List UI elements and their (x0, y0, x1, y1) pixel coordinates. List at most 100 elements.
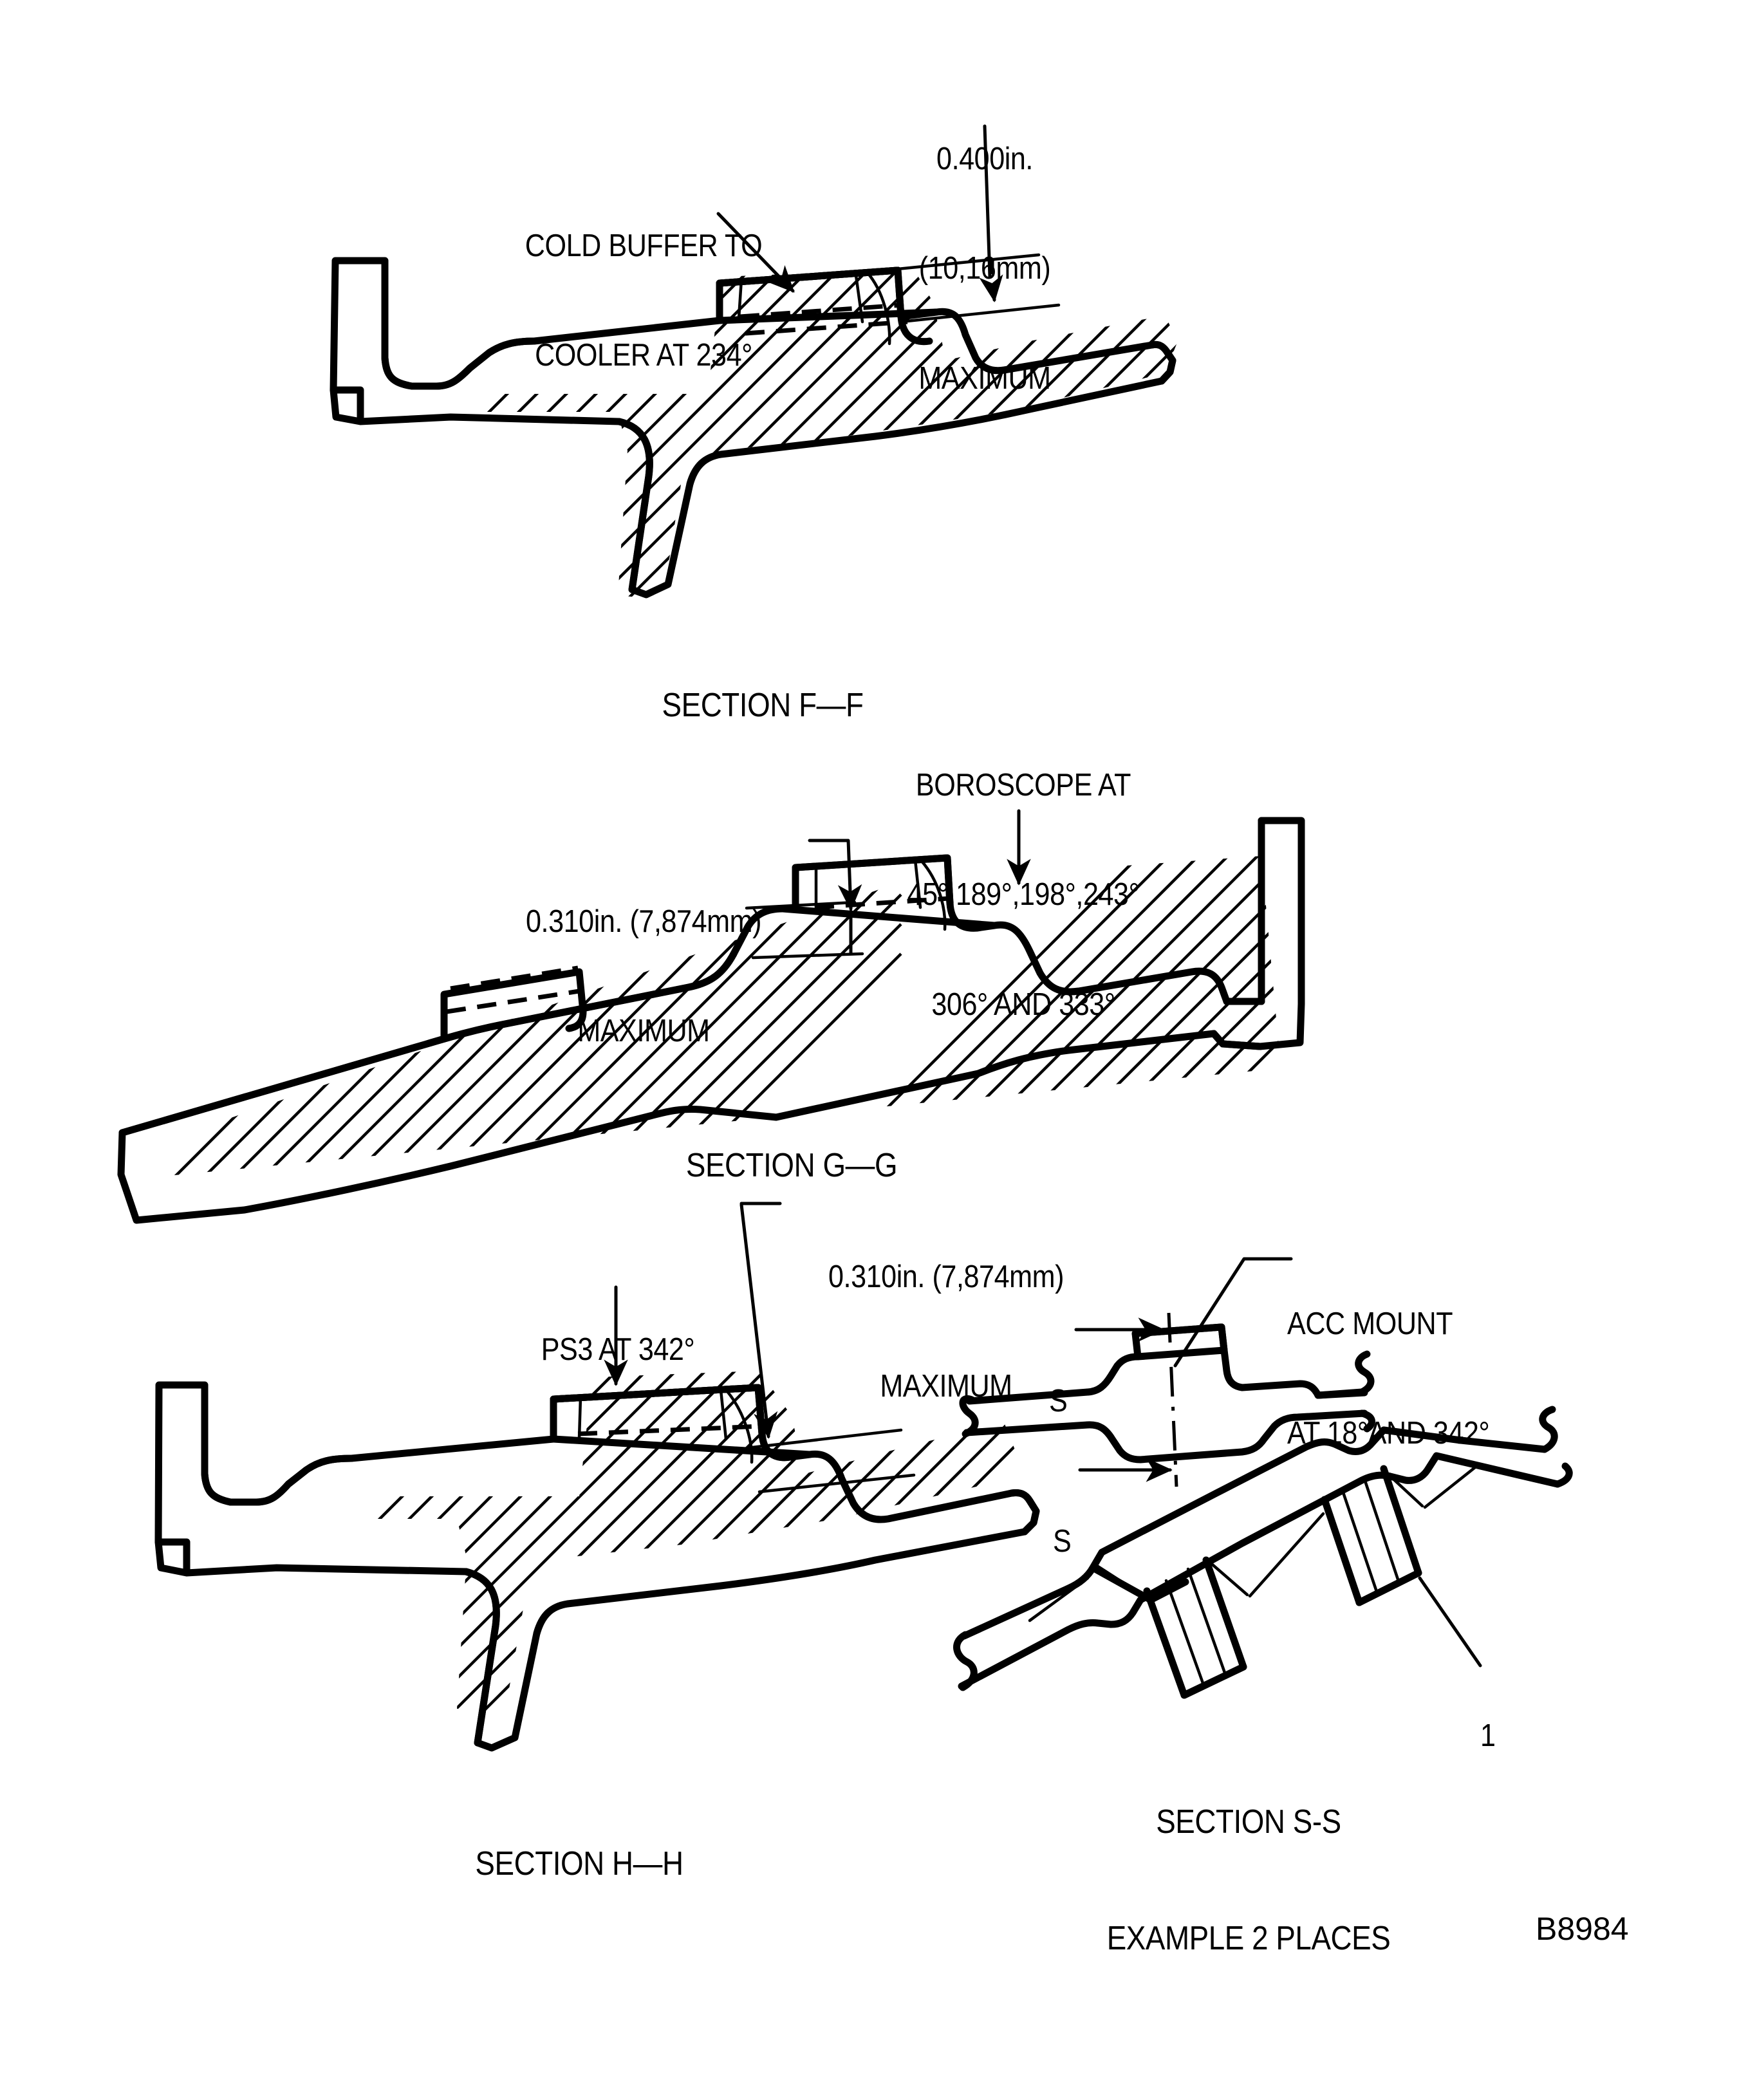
ss-rib-left-inner-b (1186, 1567, 1227, 1677)
hh-rim-break (1008, 1489, 1040, 1536)
ss-item-callout-text: 1 (1480, 1718, 1496, 1753)
ss-band-top (960, 1426, 1548, 1640)
ss-callout-leader (1418, 1576, 1482, 1668)
ss-top-break-right (1539, 1406, 1558, 1453)
f-dim-line-2: (10,16mm) (918, 251, 1051, 286)
gg-dimension-leader (745, 839, 864, 960)
section-f-f-caption: SECTION F—F (635, 608, 890, 803)
f-dim-line-3: MAXIMUM (918, 360, 1051, 396)
ss-web-edge-c (1248, 1512, 1325, 1598)
ss-flat-left (1028, 1576, 1090, 1622)
f-dimension-note: 0.400in. (10,16mm) MAXIMUM (877, 68, 1092, 470)
acc-right-break (1355, 1350, 1375, 1396)
ff-web-inner-edge (381, 354, 416, 390)
ss-rib-right-base (1355, 1569, 1422, 1606)
gg-right-boss-outline (792, 854, 954, 913)
boroscope-note: BOROSCOPE AT 45°,189°,198°,243° 306° AND… (853, 694, 1193, 1096)
ff-left-flange-notch (330, 386, 364, 421)
boroscope-line-3: 306° AND 333° (931, 987, 1115, 1022)
hh-boss-inner-left (577, 1396, 582, 1440)
ss-rib-right-inner-a (1341, 1489, 1379, 1595)
h-dim-line-1: 0.310in. (7,874mm) (828, 1259, 1064, 1294)
gg-left-boss-hidden-bore (446, 989, 580, 1014)
hh-boss-inner-right (719, 1388, 728, 1441)
ff-fillet-left (432, 337, 538, 390)
acc-boss-body (1084, 1346, 1368, 1399)
acc-mount-line-2: AT 18°AND 342° (1287, 1416, 1490, 1451)
hh-web-right-edge (533, 1600, 572, 1637)
acc-cutting-plane-line (1167, 1312, 1178, 1487)
section-s-s-caption-line-1: SECTION S-S (1156, 1803, 1341, 1841)
acc-right-break-lower (1358, 1409, 1375, 1433)
acc-mount-note: ACC MOUNT AT 18°AND 342° (1287, 1232, 1604, 1525)
h-dim-line-2: MAXIMUM (880, 1369, 1012, 1404)
g-dim-line-2: MAXIMUM (577, 1014, 710, 1049)
ff-boss-bore-wall (866, 271, 891, 346)
ff-web-right-edge (686, 451, 725, 488)
ss-band-bottom (958, 1452, 1561, 1690)
acc-mount-line-1: ACC MOUNT (1287, 1306, 1453, 1341)
acc-right-arm-top (1314, 1388, 1366, 1399)
acc-pad-right-edge (1218, 1323, 1228, 1354)
acc-boss-body-lower (1084, 1409, 1368, 1463)
ff-step-surface (716, 308, 940, 324)
ff-cold-buffer-leader (716, 212, 795, 293)
f-dim-line-1: 0.400in. (936, 141, 1033, 176)
hh-web-left-edge (462, 1568, 500, 1747)
ps3-note-text: PS3 AT 342° (541, 1332, 695, 1367)
s-mark-top-label: S (1049, 1310, 1083, 1492)
section-s-s-caption-line-2: EXAMPLE 2 PLACES (1106, 1919, 1391, 1957)
acc-left-arm-bottom (963, 1421, 1092, 1436)
ss-web-edge-d (1384, 1471, 1424, 1508)
gg-right-flange-inner (1223, 817, 1265, 1005)
cold-buffer-note: COLD BUFFER TO COOLER AT 234° (496, 154, 791, 447)
hh-dimension-leader (739, 1202, 916, 1494)
ff-hidden-bore-lower (745, 319, 908, 336)
cold-buffer-line-2: COOLER AT 234° (535, 338, 752, 373)
hh-web-inner-edge (201, 1470, 234, 1506)
boroscope-line-2: 45°,189°,198°,243° (907, 877, 1140, 913)
hh-boss-top-edge (550, 1384, 762, 1403)
ss-item-callout: 1 (1480, 1644, 1520, 1827)
acc-mount-detail-geometry (959, 1257, 1375, 1487)
section-h-h-caption: SECTION H—H (429, 1767, 729, 1961)
cold-buffer-line-1: COLD BUFFER TO (525, 228, 763, 263)
acc-left-arm-top (965, 1388, 1092, 1405)
section-g-g-caption: SECTION G—G (662, 1068, 922, 1263)
gg-left-boss (440, 968, 587, 1041)
drawing-number-text: B8984 (1536, 1911, 1629, 1947)
s-mark-bottom-text: S (1053, 1523, 1072, 1559)
gg-right-flange-notch (1210, 1030, 1264, 1050)
section-h-h-caption-text: SECTION H—H (475, 1844, 683, 1882)
ss-rib-left-inner-a (1164, 1579, 1205, 1687)
boroscope-line-1: BOROSCOPE AT (915, 767, 1131, 803)
ss-inner-shelf (1089, 1564, 1189, 1604)
g-dimension-note: 0.310in. (7,874mm) MAXIMUM (496, 830, 791, 1123)
ss-web-edge-e (1423, 1465, 1477, 1509)
acc-left-break-upper (959, 1395, 979, 1438)
ff-web-left-edge (615, 418, 653, 593)
hh-left-flange-notch (154, 1538, 191, 1574)
s-mark-bottom-label: S (1053, 1450, 1087, 1633)
gg-left-boss-hidden-top (450, 965, 579, 991)
ps3-note: PS3 AT 342° (510, 1258, 725, 1441)
ff-rim-break (1148, 340, 1176, 385)
ff-dimension-leader (870, 124, 1061, 324)
gg-left-boss-right-fillet (565, 1008, 587, 1032)
hh-step-surface (550, 1435, 813, 1458)
ss-rib-right-inner-b (1362, 1477, 1401, 1585)
ss-rib-left-base (1180, 1663, 1247, 1699)
ss-web-edge-b (1207, 1559, 1249, 1597)
section-g-g-caption-text: SECTION G—G (685, 1146, 898, 1184)
ff-boss-inner-left (737, 277, 743, 320)
section-f-f-caption-text: SECTION F—F (662, 686, 864, 724)
section-s-s-caption: SECTION S-S EXAMPLE 2 PLACES (1067, 1725, 1429, 2036)
gg-right-boss-base (779, 905, 998, 929)
ff-hidden-bore-upper (739, 302, 902, 319)
gg-right-boss-hidden-bore (814, 896, 949, 910)
acc-mount-leader (1173, 1257, 1293, 1368)
section-s-s-geometry (953, 1406, 1573, 1699)
ss-bottom-break-right (1554, 1462, 1573, 1488)
